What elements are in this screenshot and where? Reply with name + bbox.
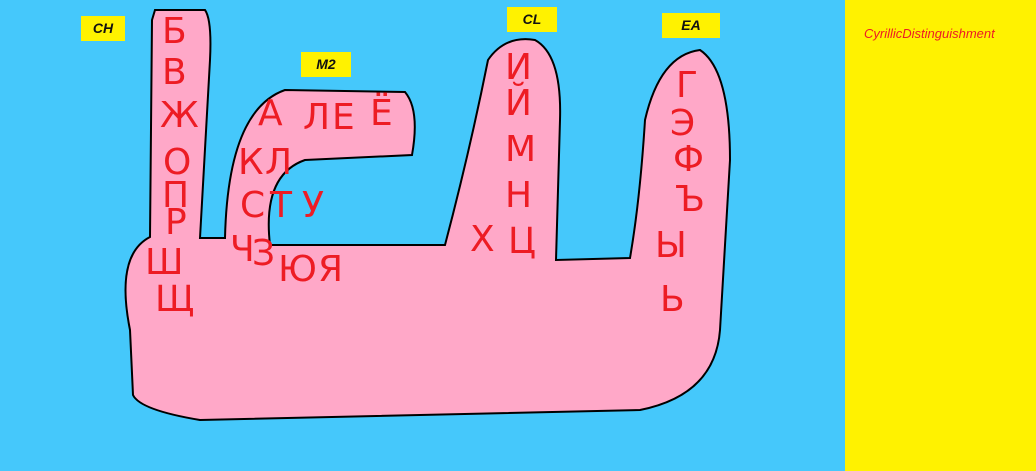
- letter-cl-5: Ц: [508, 221, 536, 262]
- group-label-m2: M2: [301, 52, 351, 77]
- letter-m2-8: Т: [270, 185, 292, 226]
- letter-ch-8: Щ: [155, 279, 195, 320]
- letter-m2-3: Е: [332, 97, 355, 138]
- letter-m2-5: К: [238, 142, 264, 183]
- letter-ch-3: Ж: [160, 95, 199, 136]
- letter-ch-7: Ш: [145, 242, 184, 283]
- yellow-side-panel: [845, 0, 1036, 471]
- letter-ch-6: Р: [165, 202, 187, 243]
- letter-cl-4: Н: [505, 175, 533, 216]
- letter-ch-2: В: [162, 52, 187, 93]
- group-label-ch: CH: [81, 16, 125, 41]
- pink-hand-shape: [124, 9, 732, 422]
- letter-ch-5: П: [162, 175, 190, 216]
- letter-m2-4: Ё: [370, 93, 393, 134]
- letter-m2-12: Ю: [278, 249, 317, 290]
- group-label-cl: CL: [507, 7, 557, 32]
- letter-m2-10: Ч: [230, 229, 255, 270]
- letter-m2-2: Л: [303, 97, 331, 138]
- letter-cl-2: Й: [505, 83, 532, 124]
- letter-ea-2: Э: [670, 103, 696, 144]
- letter-cl-6: Х: [470, 219, 495, 260]
- letter-ch-1: Б: [162, 11, 187, 52]
- brand-title: CyrillicDistinguishment: [864, 26, 995, 41]
- letter-cl-3: М: [505, 129, 537, 170]
- letter-m2-6: Л: [265, 142, 293, 183]
- letter-ea-3: Ф: [673, 139, 704, 180]
- letter-m2-13: Я: [318, 249, 344, 290]
- letter-m2-7: С: [240, 185, 266, 226]
- letter-m2-11: З: [252, 233, 276, 274]
- letter-ea-4: Ъ: [675, 179, 705, 220]
- letter-ch-4: О: [163, 142, 192, 183]
- letter-ea-6: Ь: [660, 279, 685, 320]
- letter-m2-9: У: [302, 185, 324, 226]
- letter-ea-1: Г: [676, 65, 698, 106]
- letter-m2-1: А: [258, 93, 283, 134]
- group-label-ea: EA: [662, 13, 720, 38]
- letter-ea-5: Ы: [655, 225, 687, 266]
- letter-cl-1: И: [505, 47, 532, 88]
